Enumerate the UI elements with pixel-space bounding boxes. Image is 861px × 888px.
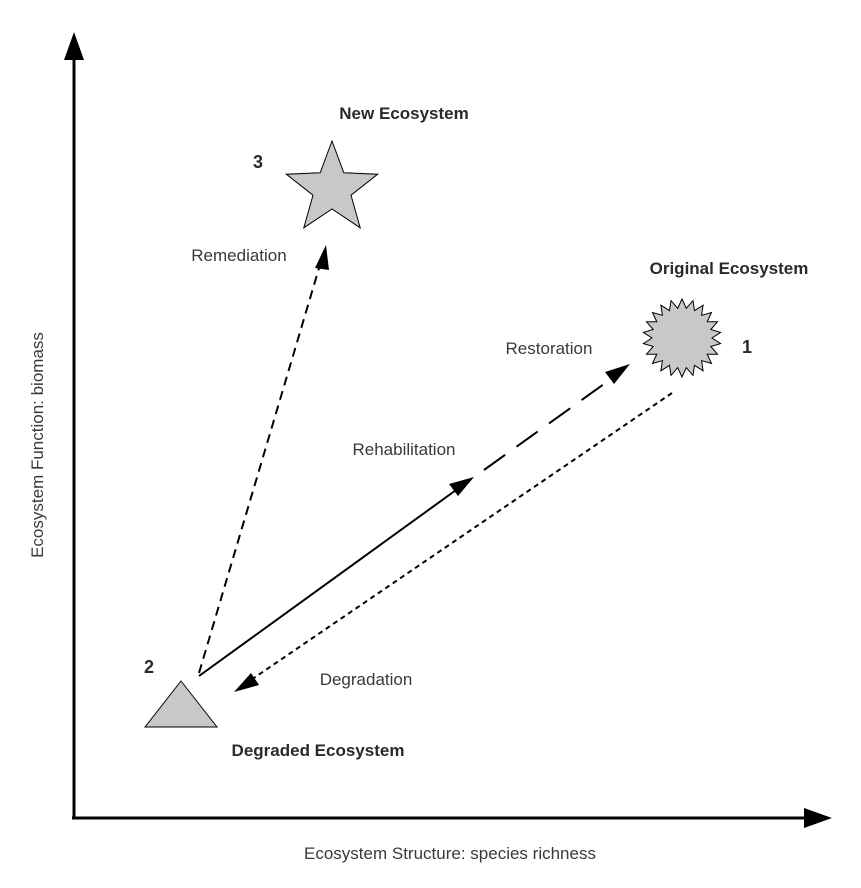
- new-ecosystem-star-icon: [284, 139, 380, 229]
- rehabilitation-arrowhead: [449, 477, 474, 496]
- remediation-arrowhead: [315, 245, 329, 270]
- restoration-arrowhead: [605, 364, 630, 384]
- y-axis-label: Ecosystem Function: biomass: [28, 332, 47, 558]
- x-axis-arrowhead: [804, 808, 832, 828]
- rehabilitation-path: [198, 484, 464, 677]
- new-ecosystem-number: 3: [253, 152, 263, 172]
- remediation-label: Remediation: [191, 246, 286, 265]
- x-axis-label: Ecosystem Structure: species richness: [304, 844, 596, 863]
- original-ecosystem-number: 1: [742, 337, 752, 357]
- original-ecosystem-sunburst-icon: [642, 297, 722, 379]
- restoration-label: Restoration: [506, 339, 593, 358]
- x-axis: [72, 808, 832, 828]
- degradation-path: [247, 392, 673, 683]
- degraded-ecosystem-label: Degraded Ecosystem: [232, 741, 405, 760]
- y-axis: [64, 32, 84, 818]
- original-ecosystem-label: Original Ecosystem: [650, 259, 809, 278]
- degradation-arrowhead: [234, 673, 259, 692]
- rehabilitation-label: Rehabilitation: [352, 440, 455, 459]
- restoration-path: [483, 373, 619, 471]
- y-axis-arrowhead: [64, 32, 84, 60]
- degraded-ecosystem-triangle-icon: [143, 680, 219, 728]
- remediation-path: [198, 257, 323, 674]
- degraded-ecosystem-number: 2: [144, 657, 154, 677]
- degradation-label: Degradation: [320, 670, 413, 689]
- new-ecosystem-label: New Ecosystem: [339, 104, 468, 123]
